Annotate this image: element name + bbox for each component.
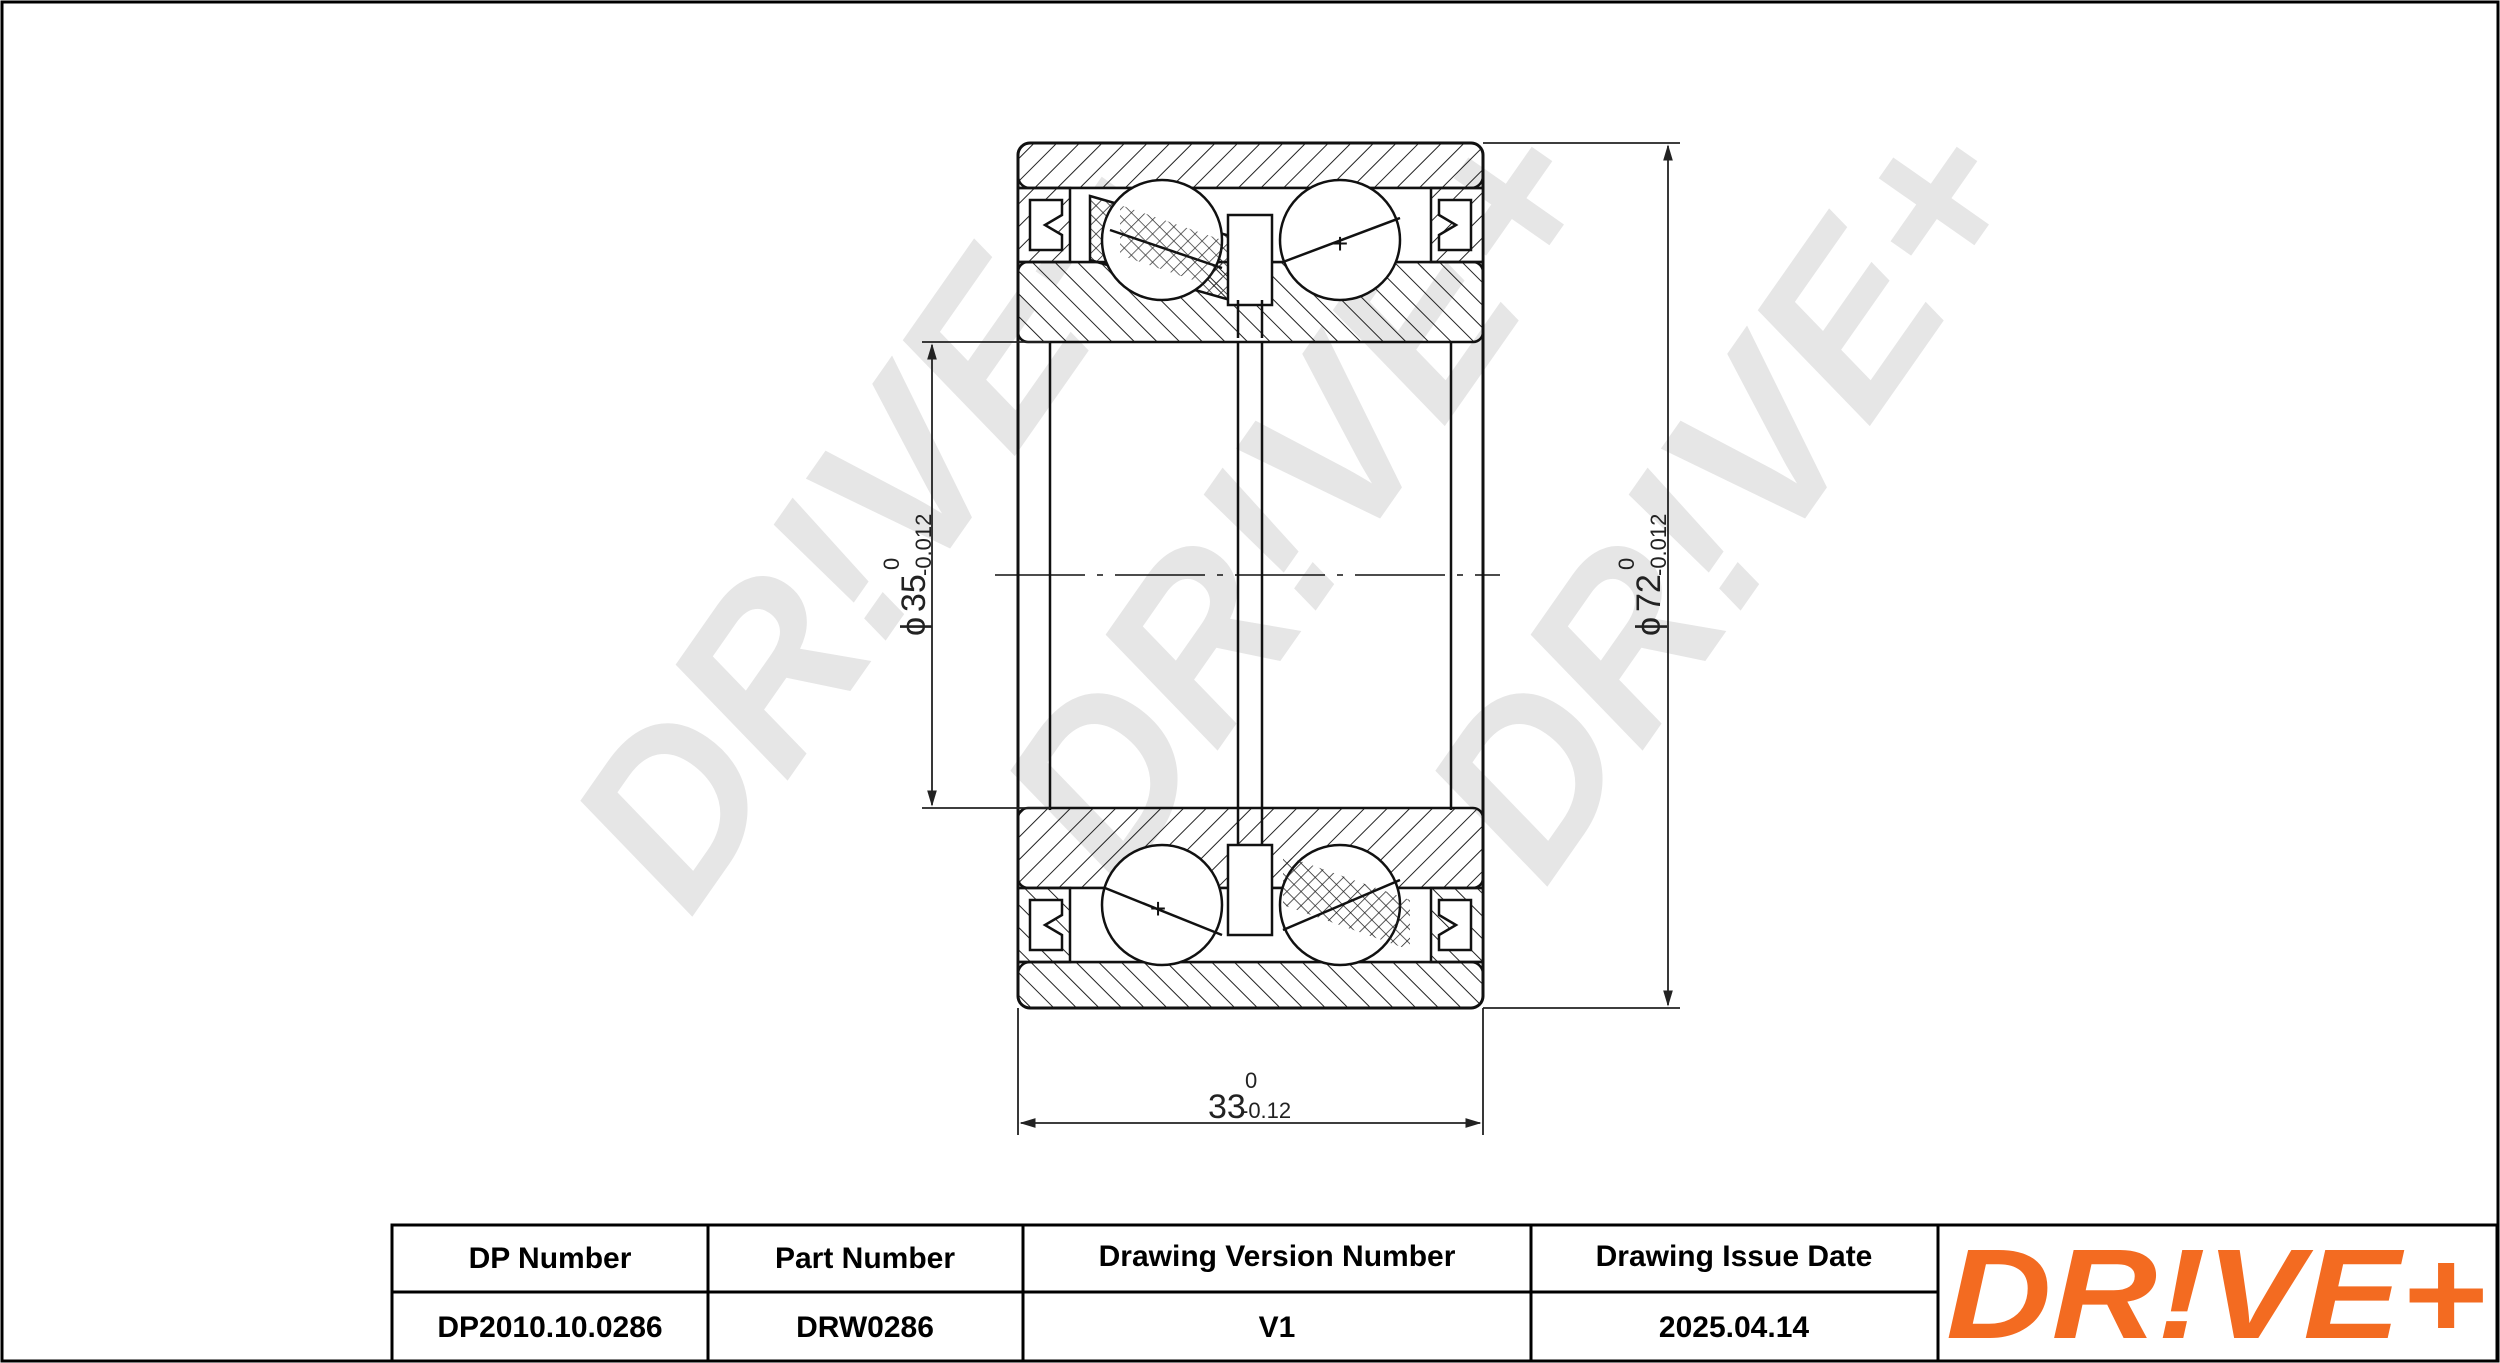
width-value: 33 — [1208, 1088, 1246, 1126]
width-lower-tol: -0.12 — [1241, 1098, 1291, 1123]
outer-upper-tol: 0 — [1614, 558, 1639, 570]
dimension-lines — [922, 142, 1680, 1135]
outer-ring-top — [1016, 141, 1485, 190]
bearing-section: + + — [995, 141, 1500, 1010]
value-drawing-version: V1 — [1259, 1311, 1296, 1344]
bore-symbol: ϕ — [895, 617, 933, 636]
header-issue-date: Drawing Issue Date — [1596, 1240, 1873, 1273]
outer-ring-bottom — [1016, 960, 1485, 1010]
value-issue-date: 2025.04.14 — [1659, 1311, 1809, 1344]
bore-upper-tol: 0 — [879, 558, 904, 570]
ball-bottom-left — [1100, 843, 1224, 967]
outer-dimension-label: ϕ 72 0 -0.012 — [1614, 514, 1671, 636]
svg-text:+: + — [1150, 893, 1166, 924]
outer-lower-tol: -0.012 — [1646, 514, 1671, 576]
title-block-headers: DP Number Part Number Drawing Version Nu… — [469, 1240, 1873, 1275]
outer-value: 72 — [1630, 574, 1668, 612]
title-block-values: DP2010.10.0286 DRW0286 V1 2025.04.14 — [437, 1311, 1809, 1344]
header-drawing-version: Drawing Version Number — [1099, 1240, 1456, 1273]
bore-lower-tol: -0.012 — [911, 514, 936, 576]
value-part-number: DRW0286 — [796, 1311, 934, 1344]
svg-text:+: + — [1332, 228, 1348, 259]
width-dimension-label: 33 0 -0.12 — [1208, 1068, 1291, 1126]
width-upper-tol: 0 — [1245, 1068, 1257, 1093]
value-dp-number: DP2010.10.0286 — [437, 1311, 662, 1344]
title-block — [390, 1223, 2499, 1363]
bore-value: 35 — [895, 574, 933, 612]
header-dp-number: DP Number — [469, 1242, 632, 1275]
outer-symbol: ϕ — [1630, 617, 1668, 636]
brand-logo: DR!VE+ — [1946, 1223, 2486, 1363]
header-part-number: Part Number — [775, 1242, 955, 1275]
bore-dimension-label: ϕ 35 0 -0.012 — [879, 514, 936, 636]
